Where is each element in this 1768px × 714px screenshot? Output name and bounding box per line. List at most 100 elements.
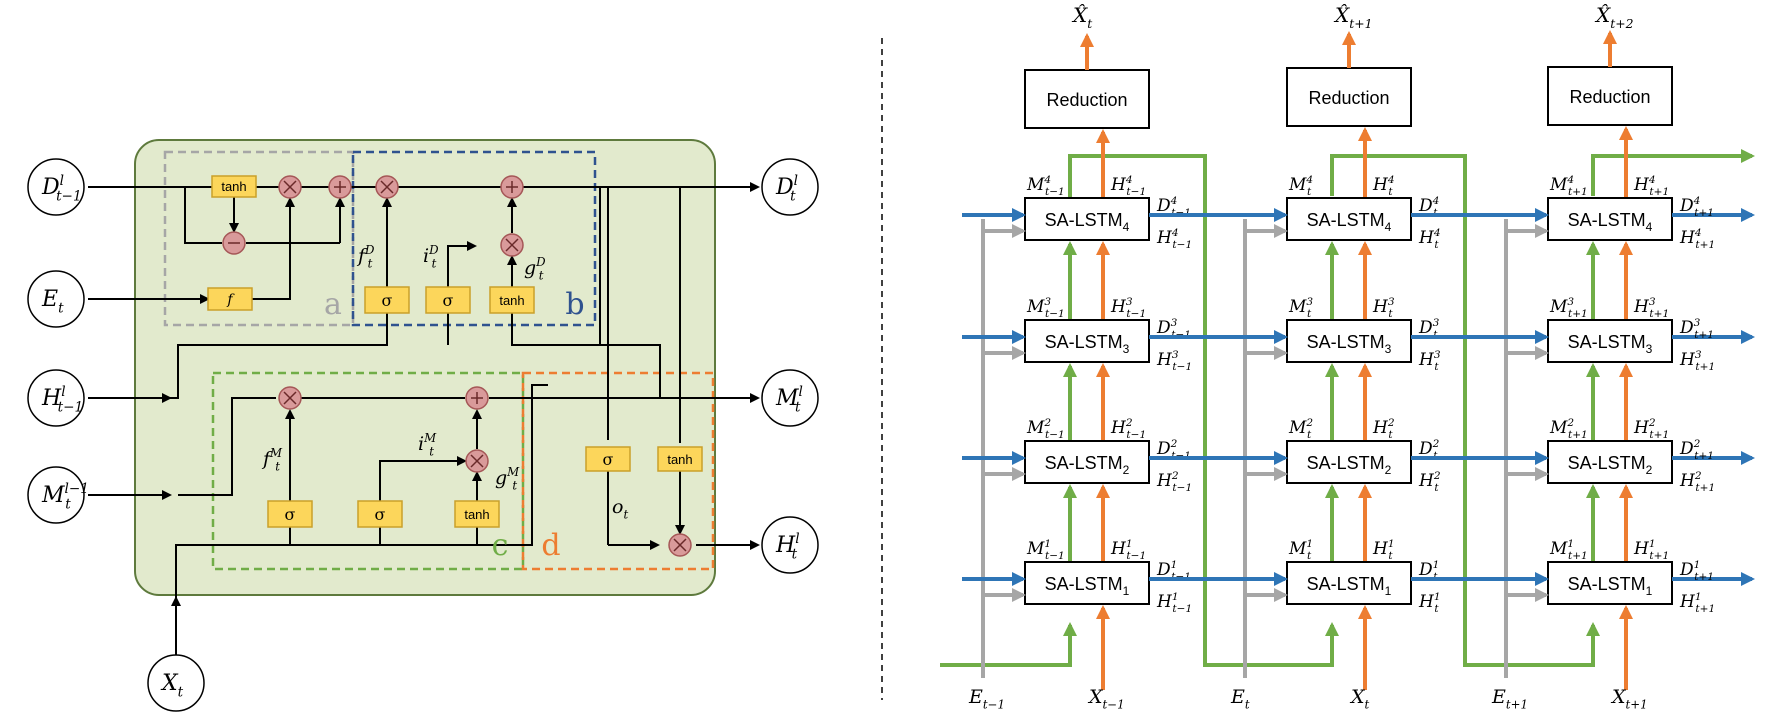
gate-sigma-fM-label: σ — [285, 505, 296, 524]
sa-lstm-label-1-4: SA-LSTM4 — [1307, 210, 1392, 234]
region-c-box — [211, 371, 525, 571]
gate-sigma-iD-label: σ — [443, 291, 454, 310]
green-path-middle — [1068, 154, 1339, 667]
gate-sigma-fD-label: σ — [382, 291, 393, 310]
gate-f-label: f — [226, 292, 235, 308]
gate-sigma-o-label: σ — [603, 450, 614, 469]
sa-lstm-cell-1-3: SA-LSTM3 — [1286, 319, 1412, 363]
region-d-label: d — [541, 528, 560, 563]
node-E: Et — [27, 270, 85, 328]
region-a-label: a — [324, 287, 342, 322]
sa-lstm-label-1-2: SA-LSTM2 — [1307, 453, 1392, 477]
reduction-label-2: Reduction — [1569, 87, 1650, 107]
gate-tanh-a-label: tanh — [221, 179, 246, 194]
sa-lstm-cell-1-4: SA-LSTM4 — [1286, 197, 1412, 241]
sa-lstm-cell-2-4: SA-LSTM4 — [1547, 197, 1673, 241]
reduction-label-0: Reduction — [1046, 90, 1127, 110]
gate-sigma-fD: σ — [364, 286, 410, 314]
xhat-label-2: X̂t+2 — [1594, 3, 1634, 31]
sa-lstm-label-0-1: SA-LSTM1 — [1045, 574, 1130, 598]
gate-tanh-a: tanh — [211, 175, 257, 198]
node-E-label: Et — [41, 287, 64, 317]
sa-lstm-label-2-4: SA-LSTM4 — [1568, 210, 1653, 234]
annot-o: ot — [612, 496, 628, 522]
xhat-label-0: X̂t — [1071, 3, 1092, 31]
gate-tanh-gM: tanh — [454, 500, 500, 528]
gate-f: f — [207, 287, 253, 311]
sa-lstm-cell-0-4: SA-LSTM4 — [1024, 197, 1150, 241]
e-input-label-0: Et−1 — [968, 686, 1005, 712]
xhat-label-1: X̂t+1 — [1333, 3, 1373, 31]
gate-tanh-gD: tanh — [489, 286, 535, 314]
gate-tanh-out-label: tanh — [667, 452, 692, 467]
e-input-label-1: Et — [1230, 686, 1250, 712]
sa-lstm-cell-2-3: SA-LSTM3 — [1547, 319, 1673, 363]
reduction-box-1: Reduction — [1286, 67, 1412, 127]
sa-lstm-cell-0-2: SA-LSTM2 — [1024, 440, 1150, 484]
region-b-label: b — [565, 287, 584, 322]
reduction-box-2: Reduction — [1547, 66, 1673, 126]
x-input-label-0: Xt−1 — [1087, 686, 1125, 712]
sa-lstm-cell-0-1: SA-LSTM1 — [1024, 561, 1150, 605]
gate-sigma-iM: σ — [357, 500, 403, 528]
green-path-exit — [1591, 149, 1755, 196]
x-input-label-2: Xt+1 — [1610, 686, 1648, 712]
x-input-label-1: Xt — [1349, 686, 1370, 712]
gate-sigma-iD: σ — [425, 286, 471, 314]
sa-lstm-label-0-2: SA-LSTM2 — [1045, 453, 1130, 477]
gate-tanh-out: tanh — [657, 446, 703, 472]
sa-lstm-cell-2-1: SA-LSTM1 — [1547, 561, 1673, 605]
green-path-late — [1330, 154, 1600, 667]
sa-lstm-cell-1-2: SA-LSTM2 — [1286, 440, 1412, 484]
reduction-label-1: Reduction — [1308, 88, 1389, 108]
region-d-box — [521, 371, 715, 571]
sa-lstm-label-2-3: SA-LSTM3 — [1568, 332, 1653, 356]
region-c-label: c — [492, 528, 509, 563]
sa-lstm-cell-0-3: SA-LSTM3 — [1024, 319, 1150, 363]
sa-lstm-label-0-3: SA-LSTM3 — [1045, 332, 1130, 356]
reduction-box-0: Reduction — [1024, 69, 1150, 129]
gate-sigma-fM: σ — [267, 500, 313, 528]
sa-lstm-label-2-2: SA-LSTM2 — [1568, 453, 1653, 477]
